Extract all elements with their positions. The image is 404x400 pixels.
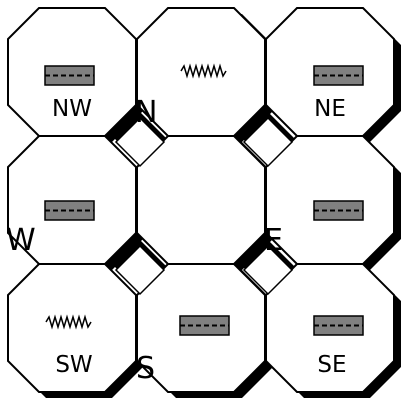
tile-ne[interactable]: NE — [265, 7, 395, 137]
tile-c[interactable] — [136, 135, 266, 265]
diamond-sw — [114, 240, 166, 296]
road-icon — [44, 65, 95, 86]
tile-sw[interactable]: SW — [7, 263, 137, 393]
road-icon — [179, 315, 230, 336]
tile-s[interactable] — [136, 263, 266, 393]
compass-w: W — [6, 223, 36, 258]
compass-e: E — [264, 223, 283, 258]
diamond-nw — [114, 112, 166, 168]
compass-n: N — [135, 95, 157, 130]
road-icon — [313, 200, 364, 221]
diamond-ne — [242, 112, 294, 168]
tile-label-ne: NE — [314, 96, 346, 122]
connector-diamonds — [114, 112, 294, 296]
tile-e[interactable] — [265, 135, 395, 265]
tile-label-se: SE — [317, 352, 346, 378]
tile-label-nw: NW — [52, 96, 92, 122]
tile-se[interactable]: SE — [265, 263, 395, 393]
road-icon — [44, 200, 95, 221]
tile-nw[interactable]: NW — [7, 7, 137, 137]
tile-label-sw: SW — [55, 352, 92, 378]
road-icon — [313, 65, 364, 86]
road-icon — [313, 315, 364, 336]
compass-s: S — [136, 351, 155, 386]
diamond-se — [242, 240, 294, 296]
